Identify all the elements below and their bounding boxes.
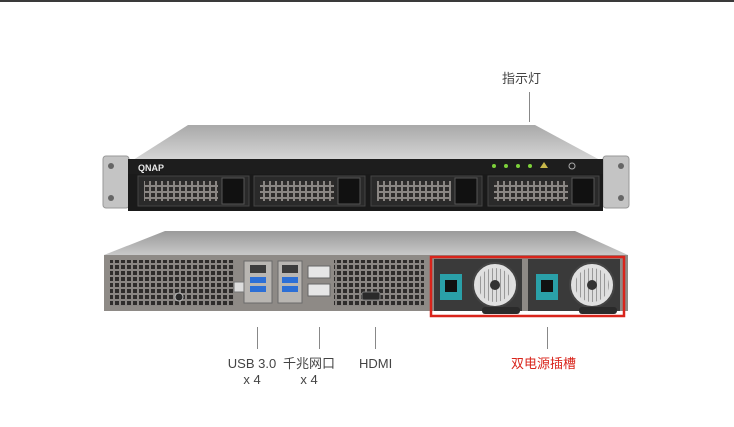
qnap-logo: QNAP [138,163,164,173]
hdmi-label: HDMI [359,356,393,371]
rear-vent-left [110,260,234,306]
rack-ear-hole [618,163,624,169]
rear-top-surface [104,231,628,255]
front-unit: QNAP [102,125,630,211]
indicator-leds [492,162,576,170]
lan-label-line2: x 4 [300,372,318,387]
lan-ports [277,260,331,304]
psu-label: 双电源插槽 [511,356,577,371]
rack-ear-hole [108,163,114,169]
lan-label: 千兆网口 x 4 [280,356,338,388]
drive-bay-3 [370,175,483,207]
indicator-label: 指示灯 [502,71,542,86]
top-divider [0,0,734,2]
hdmi-port [361,291,381,301]
psu-highlight-box [429,255,626,318]
psu-2 [528,259,620,314]
rear-unit [104,231,628,318]
drive-bay-4 [487,175,600,207]
usb-label: USB 3.0 x 4 [222,356,282,388]
ground-screw [174,292,184,302]
rack-ear-left [102,155,130,209]
drive-bay-1 [137,175,250,207]
front-top-strip [128,159,603,175]
usb-ports [233,260,273,304]
lan-label-line1: 千兆网口 [282,356,335,371]
rack-ear-right [602,155,630,209]
drive-bay-2 [253,175,366,207]
rack-ear-hole [108,195,114,201]
indicator-leader-line [529,92,530,122]
psu-leader-line [547,327,548,349]
usb-label-line1: USB 3.0 [227,356,277,371]
usb-label-line2: x 4 [243,372,261,387]
rack-ear-hole [618,195,624,201]
front-top-surface [133,125,600,160]
lan-leader-line [319,327,320,349]
hdmi-leader-line [375,327,376,349]
psu-1 [434,259,522,314]
usb-leader-line [257,327,258,349]
